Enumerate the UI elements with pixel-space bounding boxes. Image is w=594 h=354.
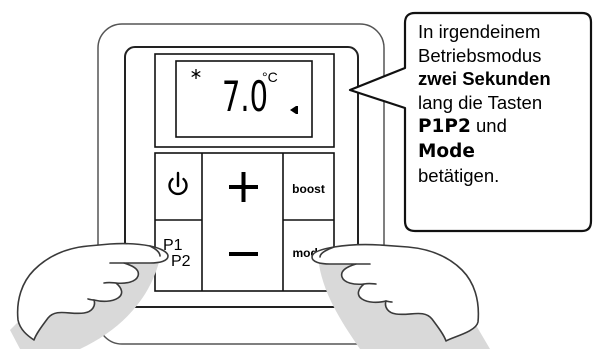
p1-label: P1 <box>163 237 183 254</box>
power-icon <box>168 171 188 196</box>
temperature-unit: °C <box>262 69 278 85</box>
callout-bold-p1p2: P1P2 <box>418 116 471 138</box>
boost-label: boost <box>292 182 325 196</box>
boost-button[interactable]: boost <box>283 153 334 220</box>
callout-line-1: In irgendeinem <box>418 21 541 42</box>
callout-line-5-rest: und <box>470 115 507 137</box>
minus-button[interactable] <box>202 220 283 291</box>
callout-line-6: Mode <box>418 139 590 164</box>
snowflake-icon <box>191 69 201 79</box>
callout-bold-duration: zwei Sekunden <box>418 68 551 90</box>
p1p2-button[interactable]: P1 P2 <box>155 220 202 291</box>
plus-icon <box>229 172 258 202</box>
lcd-window <box>175 60 313 138</box>
callout-line-5: P1P2 und <box>418 114 590 139</box>
callout-bold-mode: Mode <box>418 140 475 162</box>
callout-line-4: lang die Tasten <box>418 91 543 113</box>
speaker-icon <box>290 106 298 114</box>
callout-line-2: Betriebsmodus <box>418 44 542 66</box>
callout-line-3: zwei Sekunden <box>418 67 590 91</box>
plus-button[interactable] <box>202 153 283 220</box>
callout-line-7: betätigen. <box>418 164 500 186</box>
left-hand <box>16 242 169 341</box>
p2-label: P2 <box>171 253 191 270</box>
temperature-readout: 7.0 <box>222 72 268 121</box>
right-hand <box>311 243 480 342</box>
callout-bubble <box>348 11 593 233</box>
power-button[interactable] <box>155 153 202 220</box>
callout-text: In irgendeinem Betriebsmodus zwei Sekund… <box>418 20 590 187</box>
